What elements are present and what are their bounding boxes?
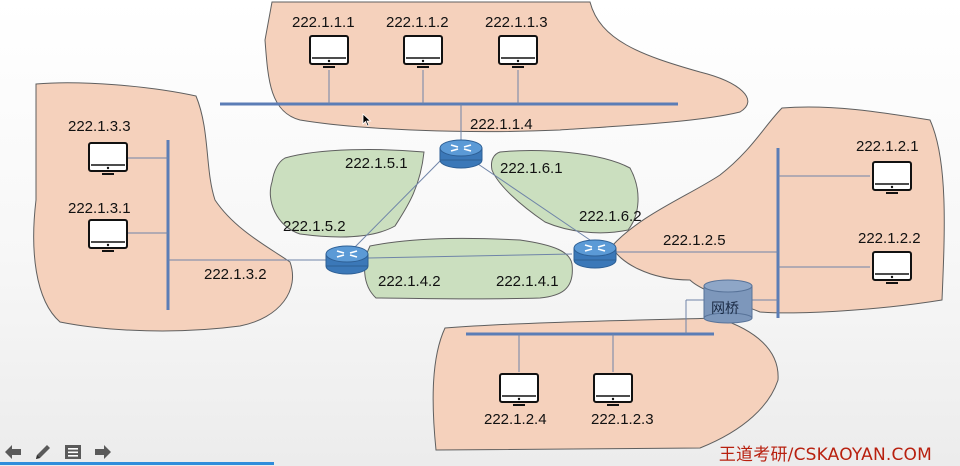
computer-icon [498,35,538,68]
label-left-interface: 222.1.3.2 [204,266,267,283]
presentation-toolbar [2,440,114,464]
label-link5-a: 222.1.5.1 [345,155,408,172]
label-link5-b: 222.1.5.2 [283,218,346,235]
link-area-4 [364,237,573,300]
label-link4-a: 222.1.4.2 [378,273,441,290]
lan-top-area [264,1,749,133]
link-area-5 [269,149,425,238]
router-left [325,245,369,275]
label-top-interface: 222.1.1.4 [470,116,533,133]
host-bottom-1: 222.1.2.4 [484,373,547,428]
computer-icon [88,219,128,252]
computer-icon [499,373,539,406]
mouse-cursor-icon [362,113,372,127]
computer-icon [872,251,912,284]
bridge: 网桥 [703,279,753,324]
pencil-icon[interactable] [32,441,54,463]
label-link4-b: 222.1.4.1 [496,273,559,290]
host-label: 222.1.3.3 [68,118,131,135]
host-bottom-2: 222.1.2.3 [591,373,654,428]
bridge-label: 网桥 [711,301,739,317]
arrow-left-icon[interactable] [2,441,24,463]
router-right [573,239,617,269]
computer-icon [88,142,128,175]
host-left-2: 222.1.3.1 [68,200,131,252]
computer-icon [872,161,912,194]
host-label: 222.1.2.4 [484,411,547,428]
link-area-6 [491,150,639,234]
arrow-right-icon[interactable] [92,441,114,463]
host-label: 222.1.2.3 [591,411,654,428]
host-top-3: 222.1.1.3 [485,14,548,68]
host-top-1: 222.1.1.1 [292,14,355,68]
computer-icon [309,35,349,68]
computer-icon [403,35,443,68]
host-right-1: 222.1.2.1 [856,138,919,194]
connection-lines [128,70,870,372]
host-label: 222.1.1.3 [485,14,548,31]
toolbar-underline [0,462,274,465]
host-right-2: 222.1.2.2 [858,230,921,284]
router-top [439,139,483,169]
host-label: 222.1.1.2 [386,14,449,31]
slides-icon[interactable] [62,441,84,463]
host-label: 222.1.2.1 [856,138,919,155]
host-label: 222.1.1.1 [292,14,355,31]
host-top-2: 222.1.1.2 [386,14,449,68]
host-label: 222.1.3.1 [68,200,131,217]
label-right-interface: 222.1.2.5 [663,232,726,249]
watermark-text: 王道考研/CSKAOYAN.COM [718,445,932,465]
label-link6-b: 222.1.6.2 [579,208,642,225]
host-label: 222.1.2.2 [858,230,921,247]
host-left-1: 222.1.3.3 [68,118,131,175]
computer-icon [593,373,633,406]
label-link6-a: 222.1.6.1 [500,160,563,177]
